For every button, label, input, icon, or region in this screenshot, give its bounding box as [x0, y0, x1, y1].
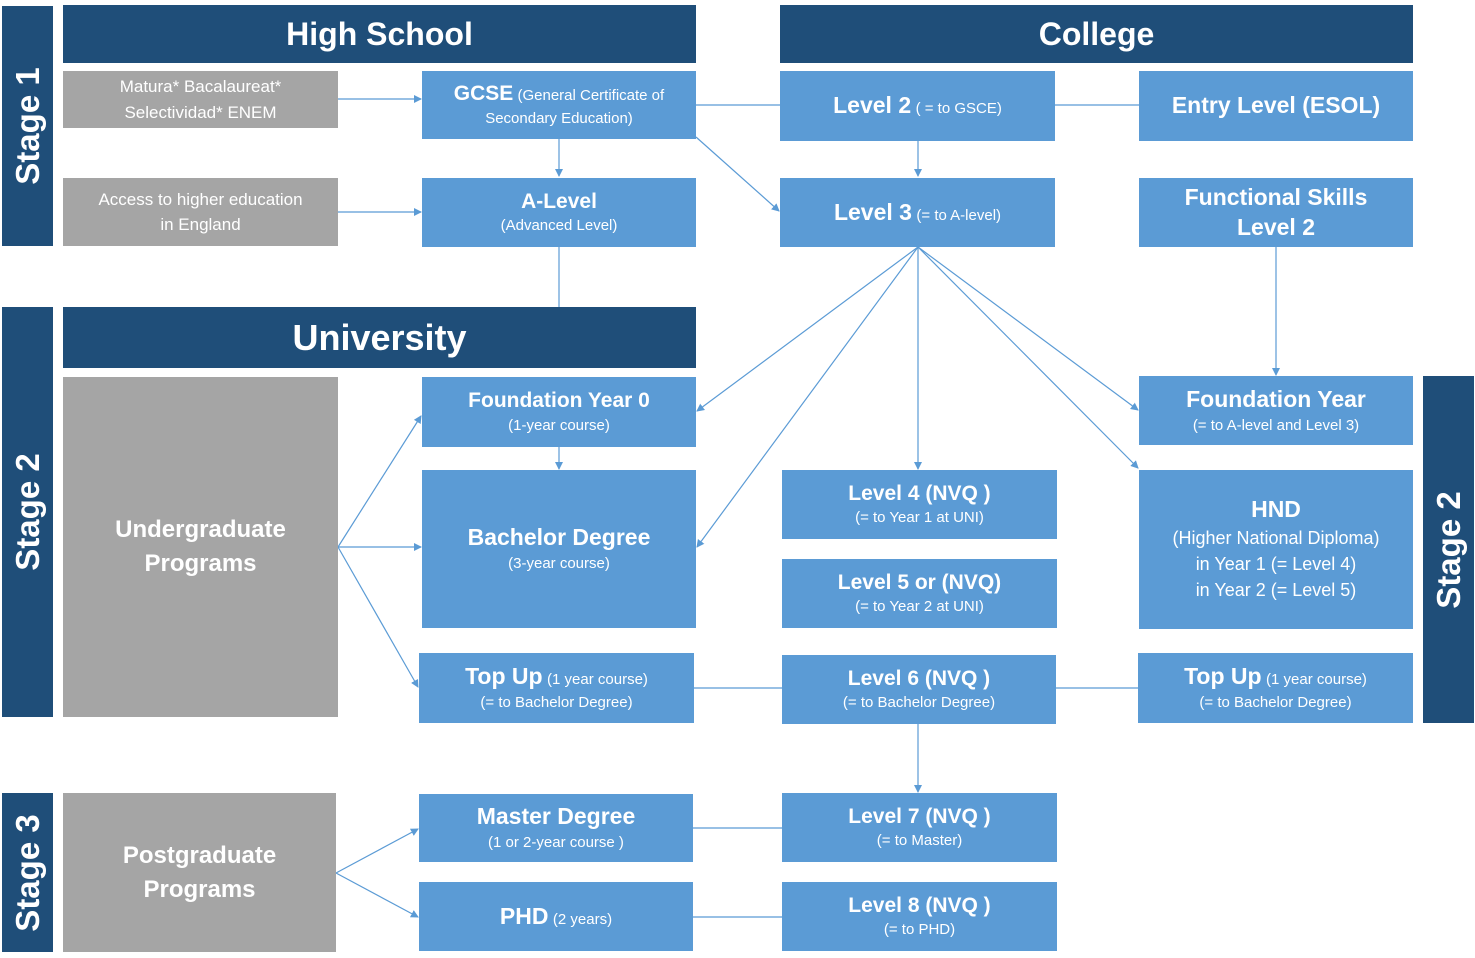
postgraduate-box: Postgraduate Programs — [63, 793, 336, 952]
gcse-title: GCSE — [453, 82, 514, 106]
topup-uni-inline: (1 year course) — [547, 671, 648, 689]
alevel-title: A-Level — [521, 189, 597, 213]
level6-box: Level 6 (NVQ ) (= to Bachelor Degree) — [782, 655, 1056, 724]
stage-2-right-label: Stage 2 — [1423, 376, 1474, 723]
alevel-box: A-Level (Advanced Level) — [422, 178, 696, 247]
foundation0-sub: (1-year course) — [508, 416, 610, 434]
undergrad-line2: Programs — [144, 550, 257, 577]
college-header: College — [780, 5, 1413, 63]
level4-sub: (= to Year 1 at UNI) — [855, 509, 984, 527]
matura-box: Matura* Bacalaureat* Selectividad* ENEM — [63, 71, 338, 128]
level6-sub: (= to Bachelor Degree) — [842, 694, 996, 712]
hnd-line1: (Higher National Diploma) — [1172, 528, 1380, 549]
level7-box: Level 7 (NVQ ) (= to Master) — [782, 793, 1057, 862]
hnd-line3: in Year 2 (= Level 5) — [1195, 580, 1357, 601]
level5-title: Level 5 or (NVQ) — [837, 570, 1002, 594]
pg-line1: Postgraduate — [122, 841, 277, 869]
level7-sub: (= to Master) — [876, 832, 963, 850]
foundation-sub: (= to A-level and Level 3) — [1192, 416, 1360, 434]
entry-level-title: Entry Level (ESOL) — [1171, 92, 1381, 119]
level3-title: Level 3 — [833, 198, 912, 225]
level5-box: Level 5 or (NVQ) (= to Year 2 at UNI) — [782, 559, 1057, 628]
phd-title: PHD — [499, 902, 549, 929]
phd-box: PHD (2 years) — [419, 882, 693, 951]
foundation-year-0-box: Foundation Year 0 (1-year course) — [422, 377, 696, 447]
hnd-title: HND — [1251, 496, 1301, 523]
level4-title: Level 4 (NVQ ) — [848, 481, 991, 505]
topup-uni-title: Top Up — [465, 663, 543, 690]
functional-skills-box: Functional Skills Level 2 — [1139, 178, 1413, 247]
access-line1: Access to higher education — [98, 189, 303, 209]
undergraduate-box: Undergraduate Programs — [63, 377, 338, 717]
phd-inline: (2 years) — [552, 910, 613, 928]
master-degree-box: Master Degree (1 or 2-year course ) — [419, 794, 693, 862]
undergrad-line1: Undergraduate — [115, 516, 286, 544]
level3-box: Level 3 (= to A-level) — [780, 178, 1055, 247]
topup-college-sub: (= to Bachelor Degree) — [1199, 694, 1352, 712]
master-sub: (1 or 2-year course ) — [488, 834, 624, 852]
functional-line1: Functional Skills — [1184, 183, 1368, 210]
topup-college-title: Top Up — [1184, 663, 1262, 690]
bachelor-sub: (3-year course) — [508, 555, 610, 573]
foundation-title: Foundation Year — [1186, 385, 1366, 412]
hnd-line2: in Year 1 (= Level 4) — [1195, 554, 1357, 575]
foundation-year-box: Foundation Year (= to A-level and Level … — [1139, 376, 1413, 445]
entry-level-box: Entry Level (ESOL) — [1139, 71, 1413, 141]
level2-sub: ( = to GSCE) — [915, 100, 1002, 118]
high-school-header: High School — [63, 5, 696, 63]
pg-line2: Programs — [143, 875, 256, 903]
bachelor-degree-box: Bachelor Degree (3-year course) — [422, 470, 696, 628]
gcse-sub2: Secondary Education) — [485, 109, 633, 127]
level5-sub: (= to Year 2 at UNI) — [855, 598, 984, 616]
topup-college-inline: (1 year course) — [1266, 671, 1367, 689]
level6-title: Level 6 (NVQ ) — [847, 666, 991, 690]
level2-box: Level 2 ( = to GSCE) — [780, 71, 1055, 141]
foundation0-title: Foundation Year 0 — [468, 389, 650, 413]
topup-uni-sub: (= to Bachelor Degree) — [480, 694, 633, 712]
gcse-box: GCSE (General Certificate of Secondary E… — [422, 71, 696, 139]
level2-title: Level 2 — [833, 92, 912, 119]
level3-sub: (= to A-level) — [916, 206, 1002, 224]
level8-title: Level 8 (NVQ ) — [848, 893, 991, 917]
access-line2: in England — [160, 215, 241, 234]
master-title: Master Degree — [476, 803, 636, 830]
top-up-college-box: Top Up (1 year course) (= to Bachelor De… — [1138, 653, 1413, 723]
top-up-university-box: Top Up (1 year course) (= to Bachelor De… — [419, 653, 694, 723]
alevel-sub: (Advanced Level) — [500, 217, 618, 235]
stage-2-left-label: Stage 2 — [2, 307, 53, 717]
level8-sub: (= to PHD) — [883, 921, 956, 939]
level8-box: Level 8 (NVQ ) (= to PHD) — [782, 882, 1057, 951]
level7-title: Level 7 (NVQ ) — [848, 804, 991, 828]
stage-3-label: Stage 3 — [2, 793, 53, 952]
access-box: Access to higher education in England — [63, 178, 338, 246]
bachelor-title: Bachelor Degree — [467, 524, 651, 551]
functional-line2: Level 2 — [1237, 213, 1315, 240]
university-header: University — [63, 307, 696, 368]
matura-line2: Selectividad* ENEM — [124, 102, 277, 122]
level4-box: Level 4 (NVQ ) (= to Year 1 at UNI) — [782, 470, 1057, 539]
stage-1-label: Stage 1 — [2, 6, 53, 246]
matura-line1: Matura* Bacalaureat* — [119, 77, 282, 96]
hnd-box: HND (Higher National Diploma) in Year 1 … — [1139, 470, 1413, 629]
gcse-sub1: (General Certificate of — [517, 87, 665, 105]
